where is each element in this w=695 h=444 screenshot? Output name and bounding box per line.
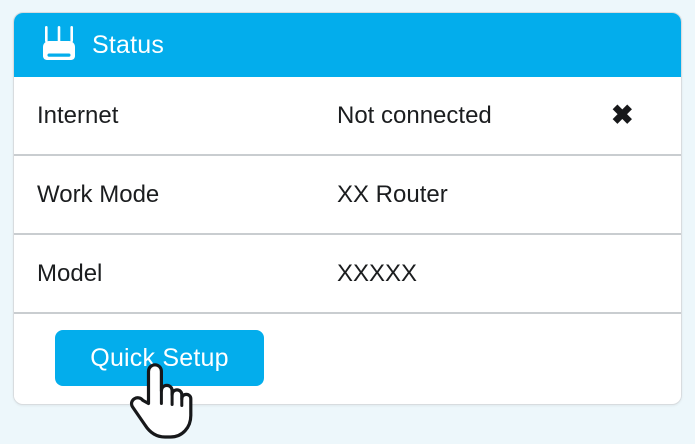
cross-icon: ✖	[611, 100, 634, 130]
table-row: Model XXXXX	[14, 235, 681, 314]
row-label-model: Model	[37, 259, 103, 287]
action-row: Quick Setup	[14, 314, 681, 402]
row-value-internet: Not connected	[337, 101, 492, 129]
table-row: Internet Not connected ✖	[14, 77, 681, 156]
quick-setup-button[interactable]: Quick Setup	[55, 330, 264, 386]
row-value-work-mode: XX Router	[337, 180, 448, 208]
row-label-internet: Internet	[37, 101, 119, 129]
status-card: Status Internet Not connected ✖ Work Mod…	[13, 12, 682, 405]
card-header: Status	[14, 13, 681, 77]
row-value-model: XXXXX	[337, 259, 418, 287]
router-icon	[36, 25, 82, 65]
table-row: Work Mode XX Router	[14, 156, 681, 235]
page-title: Status	[92, 30, 165, 59]
row-label-work-mode: Work Mode	[37, 180, 160, 208]
